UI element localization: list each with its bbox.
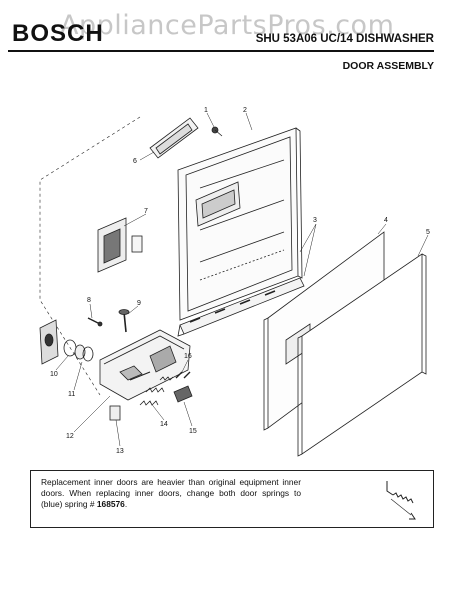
callout-16: 16: [184, 353, 192, 360]
control-housing-part: [99, 329, 191, 401]
callout-1: 1: [204, 107, 208, 114]
callout-13: 13: [116, 448, 124, 455]
door-springs-part: [139, 376, 174, 406]
screw-part: [211, 126, 223, 137]
callout-4: 4: [384, 217, 388, 224]
tab-part: [109, 405, 121, 421]
callout-10: 10: [50, 371, 58, 378]
watermark: AppliancePartsPros.com: [60, 10, 395, 41]
outer-door-panel-part: [297, 253, 427, 457]
callout-9: 9: [137, 300, 141, 307]
blue-spring-icon: [386, 481, 416, 520]
brand-logo: BOSCH: [12, 20, 104, 47]
callout-11: 11: [68, 391, 75, 398]
replacement-note-box: Replacement inner doors are heavier than…: [30, 470, 434, 528]
control-knob-part: [39, 319, 59, 365]
gasket-part: [149, 117, 199, 159]
section-title: DOOR ASSEMBLY: [342, 60, 434, 72]
callout-7: 7: [144, 208, 148, 215]
reference-outline: [39, 116, 141, 396]
callout-12: 12: [66, 433, 74, 440]
pin-8-part: [87, 317, 103, 327]
knob-ring-part: [63, 339, 94, 362]
callout-2: 2: [243, 107, 247, 114]
clips-part: [175, 371, 191, 379]
callout-6: 6: [133, 158, 137, 165]
model-title: SHU 53A06 UC/14 DISHWASHER: [255, 33, 434, 45]
header-rule: [8, 50, 434, 52]
door-frame-part: [177, 127, 303, 321]
vent-grill-part: [97, 217, 143, 273]
dispenser-window-part: [195, 181, 241, 227]
latch-part: [173, 385, 193, 403]
callout-5: 5: [426, 229, 430, 236]
callout-3: 3: [313, 217, 317, 224]
part-number: 168576: [96, 498, 125, 509]
hinge-rail-part: [177, 277, 305, 337]
replacement-note-text: Replacement inner doors are heavier than…: [41, 477, 301, 509]
callout-8: 8: [87, 297, 91, 304]
callout-14: 14: [160, 421, 168, 428]
pin-9-part: [118, 309, 130, 333]
callout-15: 15: [189, 428, 197, 435]
